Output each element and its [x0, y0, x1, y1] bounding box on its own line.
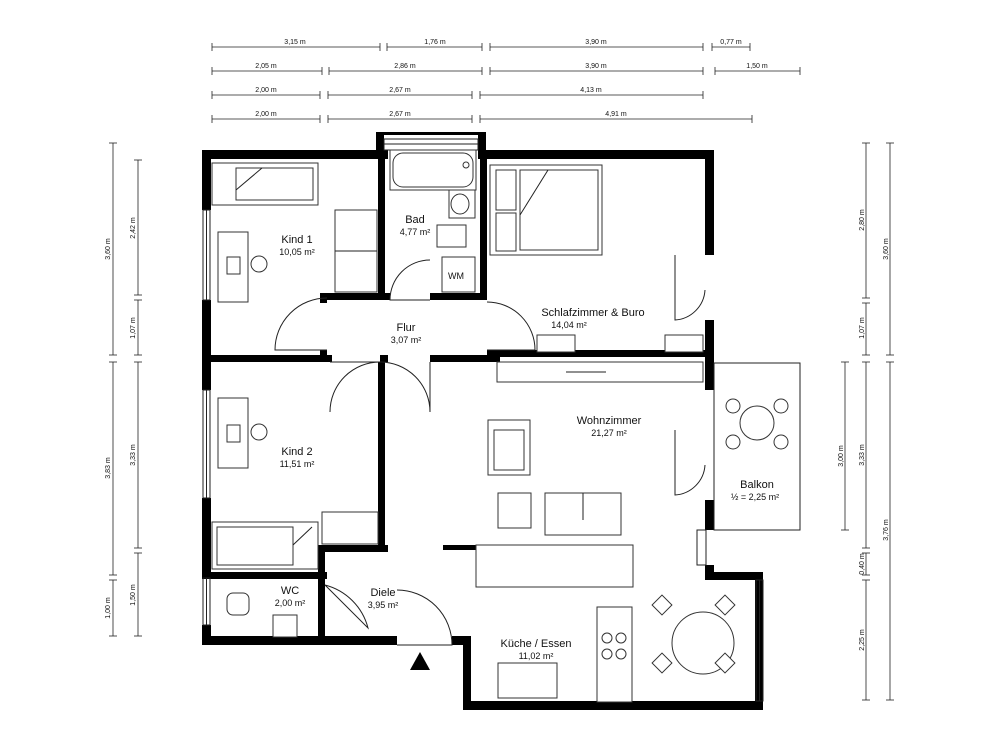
room-name-diele: Diele — [370, 587, 395, 599]
room-name-kind2: Kind 2 — [281, 446, 312, 458]
room-name-balkon: Balkon — [740, 479, 774, 491]
entrance-arrow-icon — [410, 652, 430, 670]
dim-label: 1,00 m — [105, 597, 112, 619]
dim-label: 3,90 m — [585, 39, 607, 46]
right-dimension-labels: 2,80 m 1,07 m 3,00 m 3,33 m 0,40 m 2,25 … — [838, 209, 890, 651]
room-area-flur: 3,07 m² — [391, 335, 422, 345]
dim-label: 1,50 m — [746, 63, 768, 70]
walls — [202, 132, 763, 710]
dim-label: 3,83 m — [105, 457, 112, 479]
top-dimension-lines — [211, 43, 801, 123]
dim-label: 0,77 m — [720, 39, 742, 46]
room-area-kind2: 11,51 m² — [280, 459, 315, 469]
room-name-flur: Flur — [397, 322, 416, 334]
dim-label: 4,13 m — [580, 87, 602, 94]
dim-label: 2,86 m — [394, 63, 416, 70]
room-labels: Kind 1 10,05 m² Bad 4,77 m² WM Schlafzim… — [275, 214, 779, 661]
furniture — [211, 149, 736, 703]
right-dimension-lines — [841, 142, 894, 701]
dim-label: 3,33 m — [859, 444, 866, 466]
room-name-bad: Bad — [405, 214, 425, 226]
room-area-kueche: 11,02 m² — [519, 651, 554, 661]
room-area-balkon: ½ = 2,25 m² — [731, 492, 779, 502]
dim-label: 2,05 m — [255, 63, 277, 70]
room-area-bad: 4,77 m² — [400, 227, 431, 237]
dim-label: 3,76 m — [883, 519, 890, 541]
dim-label: 2,00 m — [255, 87, 277, 94]
windows — [202, 138, 764, 702]
dim-label: 1,07 m — [859, 317, 866, 339]
wm-label: WM — [448, 271, 464, 281]
left-dimension-labels: 3,60 m 3,83 m 1,00 m 2,42 m 1,07 m 3,33 … — [105, 217, 137, 619]
room-name-wohn: Wohnzimmer — [577, 415, 642, 427]
room-name-schlaf: Schlafzimmer & Buro — [541, 307, 644, 319]
doors — [274, 255, 706, 646]
dim-label: 1,50 m — [130, 584, 137, 606]
room-name-wc: WC — [281, 585, 299, 597]
dim-label: 2,25 m — [859, 629, 866, 651]
room-area-wohn: 21,27 m² — [591, 428, 627, 438]
room-name-kueche: Küche / Essen — [501, 638, 572, 650]
dim-label: 0,40 m — [859, 553, 866, 575]
room-area-wc: 2,00 m² — [275, 598, 306, 608]
dim-label: 2,67 m — [389, 87, 411, 94]
dim-label: 3,90 m — [585, 63, 607, 70]
top-dimension-labels: 3,15 m 1,76 m 3,90 m 0,77 m 2,05 m 2,86 … — [255, 39, 768, 118]
room-area-schlaf: 14,04 m² — [551, 320, 587, 330]
dim-label: 1,07 m — [130, 317, 137, 339]
dim-label: 2,80 m — [859, 209, 866, 231]
room-area-diele: 3,95 m² — [368, 600, 399, 610]
room-name-kind1: Kind 1 — [281, 234, 312, 246]
dim-label: 3,33 m — [130, 444, 137, 466]
dim-label: 3,15 m — [284, 39, 306, 46]
dim-label: 1,76 m — [424, 39, 446, 46]
left-dimension-lines — [109, 142, 142, 637]
dim-label: 2,42 m — [130, 217, 137, 239]
dim-label: 2,67 m — [389, 111, 411, 118]
dim-label: 4,91 m — [605, 111, 627, 118]
dim-label: 3,60 m — [883, 238, 890, 260]
room-area-kind1: 10,05 m² — [279, 247, 315, 257]
dim-label: 3,60 m — [105, 238, 112, 260]
dim-label: 3,00 m — [838, 445, 845, 467]
balcony — [713, 362, 801, 531]
dim-label: 2,00 m — [255, 111, 277, 118]
